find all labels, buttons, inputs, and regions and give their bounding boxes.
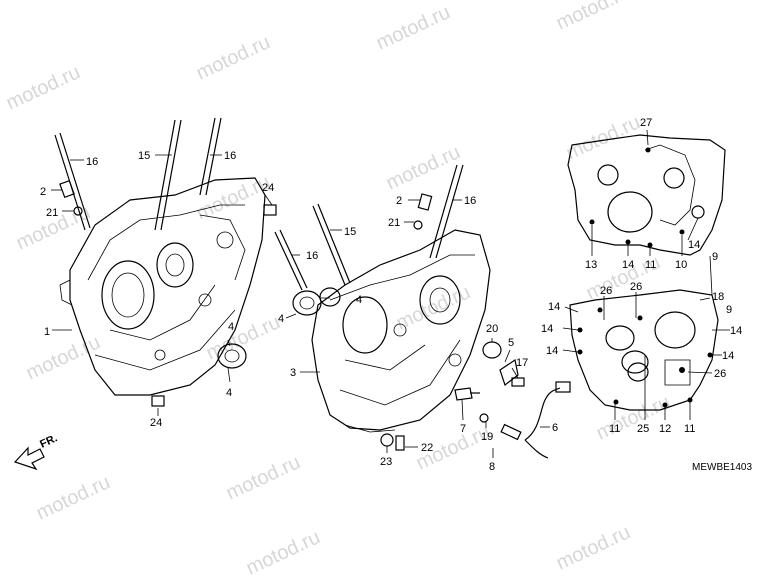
callout-labels: 16 15 16 2 21 1 24 4 4 24 2 16 21 15 16 … [40,117,742,473]
watermark: motod.ru [223,451,304,504]
watermark: motod.ru [383,141,464,194]
callout-14: 14 [548,301,560,313]
callout-4: 4 [356,294,362,306]
callout-14: 14 [730,325,742,337]
front-direction-arrow: FR. [13,432,59,471]
watermark: motod.ru [553,521,634,574]
callout-26: 26 [630,281,642,293]
callout-19: 19 [481,431,493,443]
callout-22: 22 [421,442,433,454]
watermark: motod.ru [193,31,274,84]
watermark: motod.ru [23,331,104,384]
watermark: motod.ru [553,0,634,35]
callout-1: 1 [44,326,50,338]
callout-9: 9 [712,251,718,263]
callout-9: 9 [726,304,732,316]
callout-16: 16 [224,150,236,162]
callout-20: 20 [486,323,498,335]
figure-code: MEWBE1403 [692,462,752,473]
callout-11: 11 [609,423,620,435]
callout-26: 26 [714,368,726,380]
watermark: motod.ru [563,111,644,164]
callout-6: 6 [552,422,558,434]
watermark: motod.ru [33,471,114,524]
callout-11: 11 [684,423,695,435]
watermark: motod.ru [3,61,84,114]
callout-5: 5 [508,337,514,349]
callout-23: 23 [380,456,392,468]
callout-14: 14 [688,239,700,251]
callout-2: 2 [40,186,46,198]
watermark: motod.ru [203,311,284,364]
lower-gasket [569,289,719,411]
callout-8: 8 [489,461,495,473]
center-studs [274,164,464,291]
callout-14: 14 [722,350,734,362]
left-crankcase [59,177,266,396]
callout-4: 4 [278,313,284,325]
callout-13: 13 [585,259,597,271]
callout-14: 14 [546,345,558,357]
callout-4: 4 [228,321,234,333]
callout-18: 18 [712,291,724,303]
left-studs [54,117,277,407]
callout-3: 3 [290,367,296,379]
callout-16: 16 [464,195,476,207]
leader-lines [51,129,730,458]
callout-4: 4 [226,387,232,399]
callout-14: 14 [541,323,553,335]
watermark: motod.ru [593,391,674,444]
callout-11: 11 [645,259,656,271]
watermark-layer: motod.ru motod.ru motod.ru motod.ru moto… [3,0,674,576]
callout-14: 14 [622,259,634,271]
small-parts [380,341,571,459]
callout-10: 10 [675,259,687,271]
callout-25: 25 [637,423,649,435]
callout-16: 16 [306,250,318,262]
upper-gasket [567,134,726,256]
callout-15: 15 [138,150,150,162]
callout-12: 12 [659,423,671,435]
watermark: motod.ru [373,1,454,54]
callout-2: 2 [396,195,402,207]
callout-15: 15 [344,226,356,238]
watermark: motod.ru [243,526,324,576]
callout-24: 24 [262,182,274,194]
direction-label: FR. [38,432,59,450]
callout-21: 21 [388,217,400,229]
callout-7: 7 [460,423,466,435]
callout-24: 24 [150,417,162,429]
callout-21: 21 [46,207,58,219]
callout-27: 27 [640,117,652,129]
callout-16: 16 [86,156,98,168]
right-crankcase [292,229,491,433]
callout-26: 26 [600,285,612,297]
callout-17: 17 [516,357,528,369]
